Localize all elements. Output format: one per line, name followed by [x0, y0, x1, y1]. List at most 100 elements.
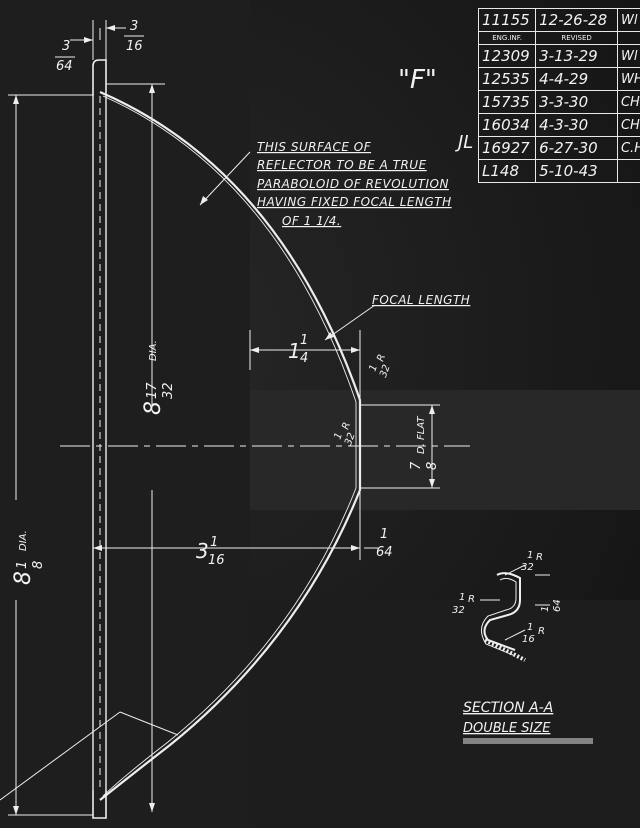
arrowhead	[13, 95, 19, 104]
rev-eng-no: 12309	[477, 44, 537, 68]
dim-3-64-den: 64	[56, 59, 73, 74]
focal-length-note: FOCAL LENGTH	[372, 293, 470, 307]
section-r2-label: R	[468, 594, 475, 605]
paper-patch	[250, 600, 640, 828]
rev-date: 4-3-30	[535, 113, 618, 137]
table-header-row: ENG.INF. REVISED	[477, 31, 640, 45]
section-r3-label: R	[538, 626, 545, 637]
table-row: 12535 4-4-29 WH	[477, 67, 640, 91]
reflector-curve-inner	[102, 95, 357, 797]
section-r2-num: 1	[459, 592, 465, 603]
rev-eng-no: 11155	[477, 8, 537, 32]
focal-dim-num: 1	[300, 333, 308, 348]
rev-eng-no: L148	[477, 159, 537, 183]
table-row: 16034 4-3-30 CH	[477, 113, 640, 137]
rev-initials: CH	[616, 113, 640, 137]
rev-eng-no: 12535	[477, 67, 537, 91]
paper-patch	[0, 0, 250, 828]
underline-stamp	[463, 738, 593, 744]
svg-text:1: 1	[540, 606, 551, 612]
arrowhead	[351, 347, 360, 353]
section-r2-den: 32	[452, 605, 465, 616]
arrowhead	[250, 347, 259, 353]
table-row: 15735 3-3-30 CH	[477, 90, 640, 114]
dia-8-17-32-whole: 8	[141, 401, 166, 415]
surface-note-line1: THIS SURFACE OF	[257, 140, 372, 154]
rev-date: 12-26-28	[535, 8, 618, 32]
focal-dim-den: 4	[300, 351, 308, 366]
depth-dim-den: 16	[208, 553, 225, 568]
arrowhead	[325, 332, 334, 340]
radius-1-32-top: 1 32 R	[367, 353, 393, 379]
svg-text:32: 32	[343, 431, 358, 447]
flat-7-8-label: 7 8 D. FLAT	[409, 416, 440, 470]
dim-3-16-den: 16	[126, 39, 143, 54]
arrowhead	[429, 479, 435, 488]
svg-text:R: R	[375, 353, 388, 363]
arrowhead	[351, 545, 360, 551]
svg-text:R: R	[340, 421, 353, 431]
section-r3-den: 16	[522, 634, 535, 645]
thick-dim-den: 64	[376, 545, 393, 560]
rev-initials: Wl	[616, 44, 640, 68]
dia-8-17-32-text: DIA.	[148, 340, 159, 361]
leader-line	[199, 151, 251, 206]
svg-text:7: 7	[409, 461, 424, 470]
surface-note-line5: OF 1 1/4.	[282, 214, 341, 228]
table-row: 12309 3-13-29 Wl	[477, 44, 640, 68]
arrowhead	[200, 196, 208, 205]
arrowhead	[84, 37, 93, 43]
rev-eng-no: 15735	[477, 90, 537, 114]
section-thickness: 1 64	[540, 599, 563, 612]
leader-line	[504, 564, 526, 576]
svg-text:1: 1	[367, 363, 380, 373]
section-title: SECTION A-A	[463, 700, 553, 716]
dia-8-17-32-den: 32	[161, 382, 176, 399]
table-row: 16927 6-27-30 C.H	[477, 136, 640, 160]
rev-initials: WH	[616, 67, 640, 91]
dia-8-1-8-text: DIA.	[18, 530, 29, 551]
arrowhead	[149, 84, 155, 93]
depth-dim-num: 1	[210, 535, 218, 550]
dim-3-16-num: 3	[130, 19, 138, 34]
revision-table: 11155 12-26-28 Wl ENG.INF. REVISED 12309…	[477, 8, 640, 183]
reflector-curve	[99, 90, 362, 801]
dia-8-1-8-num: 1	[15, 561, 30, 569]
dia-8-17-32-num: 17	[145, 382, 160, 399]
revision-letter: "F"	[398, 65, 437, 95]
checker-initials: JL	[455, 132, 473, 153]
rev-date: 5-10-43	[535, 159, 618, 183]
dim-3-64-num: 3	[62, 39, 70, 54]
focal-dim-whole: 1	[288, 339, 301, 363]
paper-patch	[250, 390, 640, 510]
radius-1-32-left: 1 32 R	[332, 421, 358, 447]
header-revised: REVISED	[535, 31, 618, 45]
section-profile-inner	[481, 577, 517, 656]
rev-eng-no: 16034	[477, 113, 537, 137]
section-r1-den: 32	[521, 562, 534, 573]
svg-text:32: 32	[378, 363, 393, 379]
surface-note-line2: REFLECTOR TO BE A TRUE	[257, 158, 427, 172]
leader-line	[324, 304, 376, 341]
rev-initials	[616, 159, 640, 183]
rev-initials: CH	[616, 90, 640, 114]
arrowhead	[149, 803, 155, 812]
section-r3-num: 1	[527, 622, 533, 633]
rev-date: 3-3-30	[535, 90, 618, 114]
arrowhead	[93, 545, 102, 551]
rev-eng-no: 16927	[477, 136, 537, 160]
header-eng-inf: ENG.INF.	[477, 31, 537, 45]
rev-initials: Wl	[616, 8, 640, 32]
section-subtitle: DOUBLE SIZE	[463, 721, 551, 736]
surface-note-line4: HAVING FIXED FOCAL LENGTH	[257, 195, 452, 209]
rev-date: 3-13-29	[535, 44, 618, 68]
section-hatch	[484, 638, 526, 662]
rim-flange	[92, 59, 107, 96]
dia-8-1-8-den: 8	[31, 561, 46, 569]
rev-initials: C.H	[616, 136, 640, 160]
table-row: 11155 12-26-28 Wl	[477, 8, 640, 32]
header-blank	[616, 31, 640, 45]
dia-8-1-8-label: 8 1 8 DIA.	[11, 530, 46, 585]
